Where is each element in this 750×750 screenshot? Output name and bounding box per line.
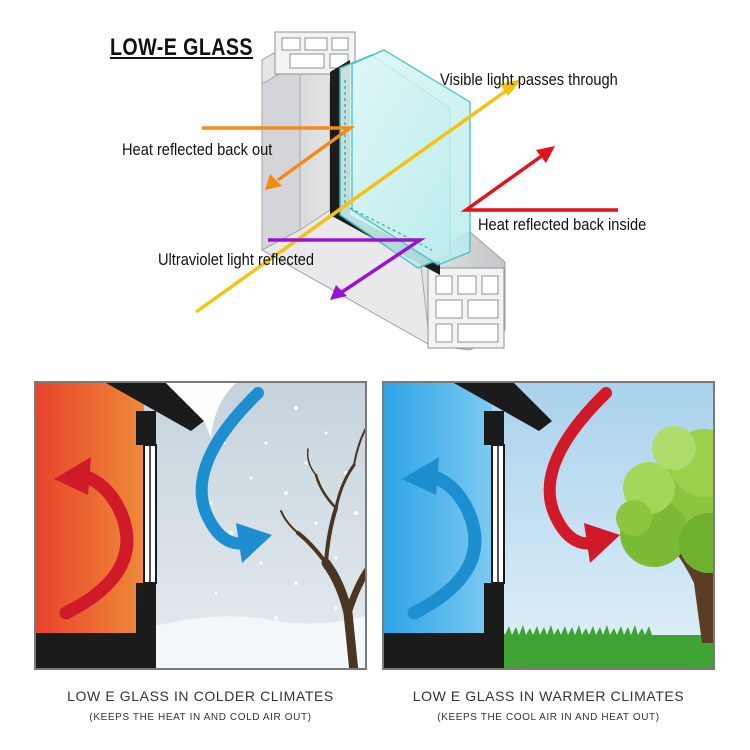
uv-label: Ultraviolet light reflected: [158, 250, 315, 269]
heat-out-label: Heat reflected back out: [122, 140, 273, 159]
colder-climate-panel: [34, 381, 367, 670]
heat-in-label: Heat reflected back inside: [478, 215, 647, 234]
window-frame-diagram: [194, 31, 618, 351]
colder-subcaption: (KEEPS THE HEAT IN AND COLD AIR OUT): [89, 712, 312, 723]
cool-air-arrow: [402, 457, 482, 620]
bare-tree: [280, 427, 365, 668]
colder-caption: LOW E GLASS IN COLDER CLIMATES: [67, 688, 334, 704]
warmer-subcaption: (KEEPS THE COOL AIR IN AND HEAT OUT): [437, 712, 660, 723]
diagram-title: LOW-E GLASS: [110, 34, 253, 61]
warm-air-arrow: [54, 457, 134, 620]
uv-arrow: [268, 238, 426, 300]
visible-light-arrow: [194, 79, 522, 314]
heat-air-arrow: [543, 387, 620, 563]
leafy-tree: [616, 426, 713, 643]
cold-air-arrow: [195, 387, 272, 563]
heat-in-arrow: [460, 146, 618, 212]
warmer-caption: LOW E GLASS IN WARMER CLIMATES: [412, 688, 685, 704]
visible-light-label: Visible light passes through: [440, 70, 618, 89]
heat-out-arrow: [202, 126, 356, 190]
warmer-climate-panel: [382, 381, 715, 670]
